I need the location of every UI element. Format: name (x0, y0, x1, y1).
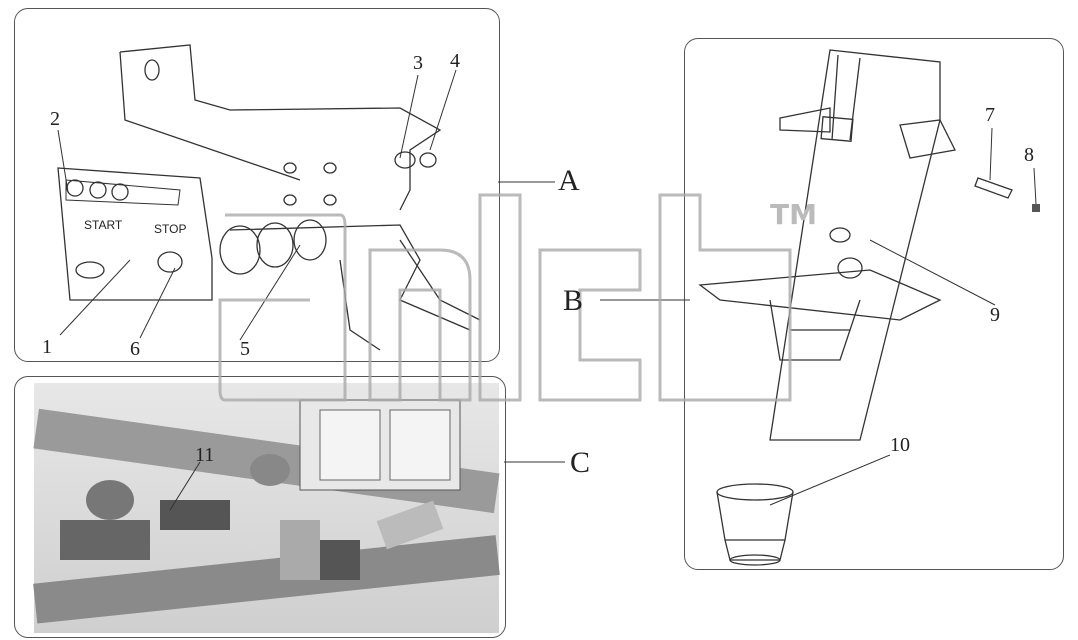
start-label: START (84, 218, 123, 232)
view-label-c: C (570, 446, 591, 479)
leader-lines-c (169, 461, 565, 511)
callout-11: 11 (195, 444, 215, 466)
view-b-panel (684, 38, 1064, 570)
callout-9: 9 (990, 304, 1000, 326)
nut-8-drawing (1032, 204, 1040, 212)
bracket-drawing (119, 44, 442, 211)
cup-10-drawing (716, 483, 794, 566)
callout-1: 1 (42, 336, 52, 358)
bolt-7-drawing (974, 177, 1013, 199)
view-label-a: A (558, 164, 580, 197)
view-a-panel (14, 8, 500, 362)
column-drawing (698, 49, 956, 441)
watermark-tm: TM (770, 198, 817, 231)
callout-10: 10 (890, 434, 910, 456)
callout-8: 8 (1024, 144, 1034, 166)
callout-6: 6 (130, 338, 140, 360)
callout-2: 2 (50, 108, 60, 130)
callout-7: 7 (985, 104, 995, 126)
view-label-b: B (563, 284, 584, 317)
leader-lines-b (600, 127, 1037, 506)
watermark-logo (218, 193, 792, 402)
chassis-photo-drawing (33, 399, 500, 624)
leader-lines-a (57, 69, 555, 341)
callout-4: 4 (450, 50, 460, 72)
callout-5: 5 (240, 338, 250, 360)
callout-3: 3 (413, 52, 423, 74)
stop-label: STOP (154, 222, 187, 236)
switch-plate-drawing (57, 167, 213, 301)
